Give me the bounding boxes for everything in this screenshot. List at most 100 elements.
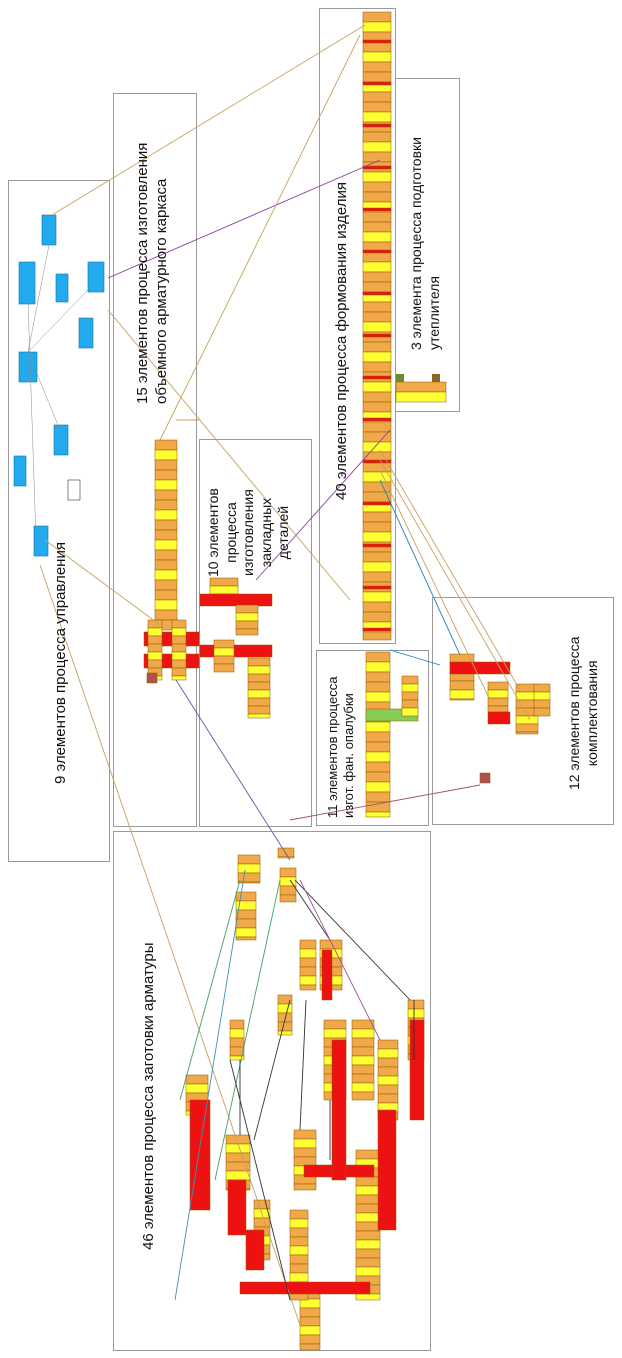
rebar-cell — [351, 1091, 375, 1101]
rebar-cell — [351, 1028, 375, 1039]
embedded-cell — [235, 628, 259, 636]
formwork-cell — [365, 651, 391, 663]
assembly-cell — [515, 731, 539, 735]
panel-embedded — [199, 439, 312, 827]
panel-control — [8, 180, 110, 862]
embedded-cell — [235, 620, 259, 630]
forming-cell — [362, 511, 392, 523]
rebar-cell — [355, 1257, 381, 1268]
rebar-cell — [293, 1156, 317, 1167]
connector-line — [379, 449, 521, 691]
label-cage-line1: 15 элементов процесса изготовления — [134, 142, 151, 404]
cage-cell — [154, 449, 178, 461]
connector-line — [159, 34, 361, 441]
rebar-cell — [299, 948, 317, 959]
embedded-cell — [247, 697, 271, 707]
forming-cell — [362, 41, 392, 53]
label-rebar: 46 элементов процесса заготовки арматуры — [140, 942, 157, 1250]
control-link — [27, 299, 37, 541]
embedded-bar — [199, 644, 273, 658]
rebar-cell — [279, 867, 297, 878]
forming-cell — [362, 231, 392, 243]
rebar-cell — [289, 1227, 309, 1238]
forming-cell — [362, 71, 392, 83]
embedded-cell — [247, 657, 271, 667]
formwork-cell — [365, 691, 391, 703]
forming-separator — [362, 333, 392, 338]
cage-cell — [154, 589, 178, 601]
cage-cell — [154, 439, 178, 451]
embedded-cell — [209, 577, 239, 587]
forming-cell — [362, 571, 392, 583]
cage-cell — [154, 479, 178, 491]
cage-cell — [147, 659, 163, 669]
assembly-cell — [533, 707, 551, 717]
assembly-cell — [533, 683, 551, 693]
embedded-cell — [213, 655, 235, 665]
cage-cell — [154, 469, 178, 481]
rebar-cell — [355, 1212, 381, 1223]
rebar-cell — [235, 918, 257, 929]
assembly-icon — [479, 772, 491, 784]
formwork-cell — [401, 699, 419, 709]
embedded-bar — [199, 593, 273, 607]
rebar-cell — [237, 863, 261, 874]
cage-cell — [171, 659, 187, 669]
rebar-cell — [279, 885, 297, 896]
rebar-cell — [407, 999, 425, 1010]
formwork-cell — [365, 731, 391, 743]
forming-cell — [362, 531, 392, 543]
forming-separator — [362, 627, 392, 632]
cage-cell — [154, 499, 178, 511]
insulation-cell — [395, 391, 447, 403]
assembly-cell — [515, 723, 539, 733]
rebar-cell — [355, 1203, 381, 1214]
rebar-cell — [185, 1074, 209, 1085]
rebar-cell — [293, 1183, 317, 1191]
rebar-cell — [277, 994, 293, 1005]
rebar-cell — [185, 1083, 209, 1094]
embedded-cell — [247, 681, 271, 691]
formwork-cell — [365, 811, 391, 818]
label-embedded-line2: процесса — [222, 502, 239, 563]
connector-line — [255, 429, 391, 581]
formwork-cell — [365, 771, 391, 783]
formwork-cell — [365, 761, 391, 773]
rebar-cell — [229, 1028, 245, 1039]
label-control: 9 элементов процесса управления — [52, 542, 69, 784]
rebar-cell — [277, 856, 295, 859]
panel-cage — [113, 93, 197, 827]
rebar-cell — [377, 1048, 399, 1059]
rebar-cell — [293, 1147, 317, 1158]
assembly-cell — [533, 699, 551, 709]
rebar-cell — [299, 1334, 321, 1345]
embedded-cell — [247, 705, 271, 715]
cage-cell — [171, 627, 187, 637]
rebar-cell — [289, 1236, 309, 1247]
control-element — [33, 525, 49, 557]
rebar-bar — [245, 1229, 265, 1271]
connector-line — [299, 999, 307, 1131]
rebar-cell — [355, 1176, 381, 1187]
cage-cell — [154, 579, 178, 591]
connector-line — [379, 459, 531, 721]
rebar-cell — [289, 1263, 309, 1274]
rebar-cell — [351, 1037, 375, 1048]
cage-cell — [147, 643, 163, 653]
forming-cell — [362, 591, 392, 603]
rebar-cell — [279, 894, 297, 903]
label-embedded-line3: изготовления — [240, 489, 256, 576]
label-cage: 15 элементов процесса изготовления объем… — [134, 143, 172, 404]
connector-line — [389, 649, 441, 666]
rebar-cell — [355, 1221, 381, 1232]
forming-cell — [362, 301, 392, 313]
forming-cell — [362, 421, 392, 433]
connector-line — [289, 784, 481, 821]
embedded-cell — [247, 689, 271, 699]
formwork-cell — [401, 691, 419, 701]
rebar-cell — [289, 1254, 309, 1265]
control-element — [53, 424, 69, 456]
connector-line — [294, 879, 411, 1001]
rebar-cell — [299, 1316, 321, 1327]
